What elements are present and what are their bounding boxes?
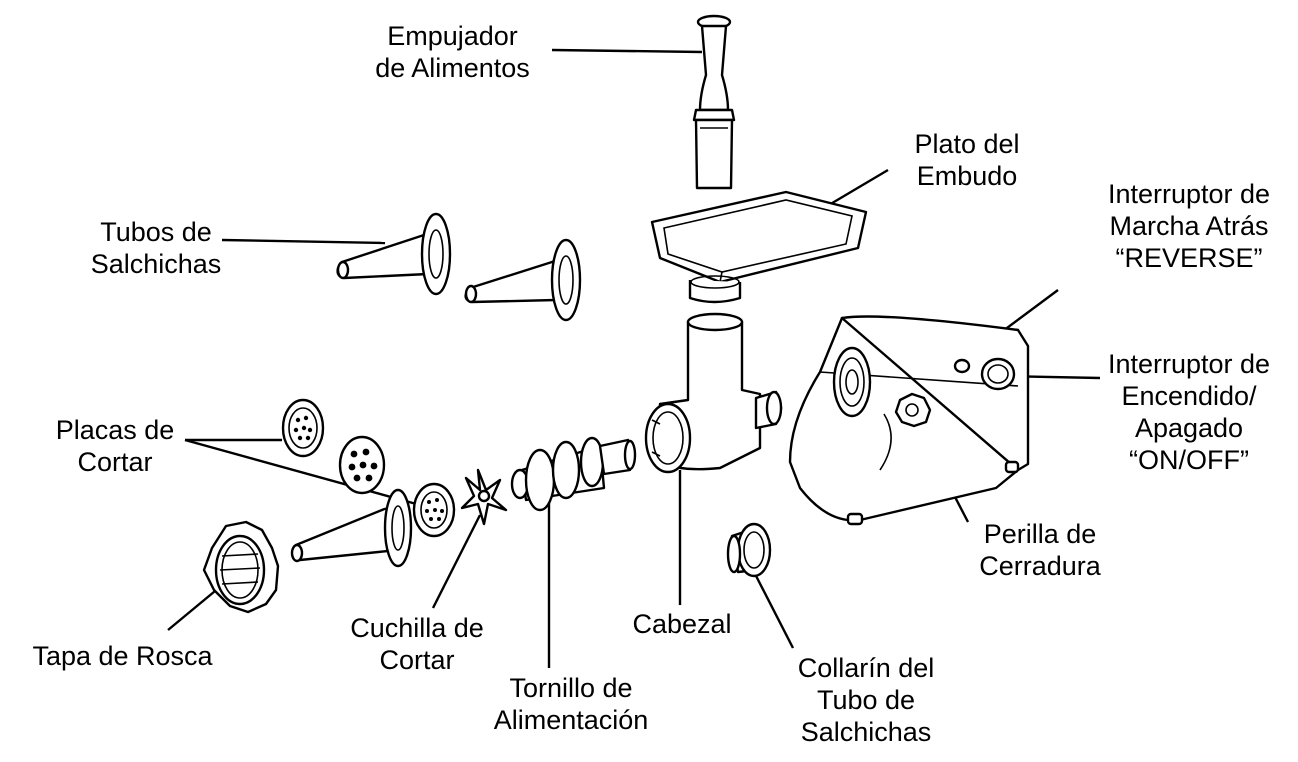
leader-lines <box>167 48 1101 668</box>
label-collarin-line2: Tubo de <box>816 685 916 715</box>
leader-cuchilla <box>431 514 482 609</box>
label-perilla: Perilla de Cerradura <box>940 518 1140 582</box>
label-tubos-line2: Salchichas <box>90 249 222 279</box>
label-reverse-line2: Marcha Atrás <box>1109 211 1269 241</box>
label-reverse-line1: Interruptor de <box>1107 179 1271 209</box>
label-collarin: Collarín del Tubo de Salchichas <box>766 652 966 748</box>
leader-tubos <box>221 238 386 245</box>
feed-tray-drawing <box>650 190 868 304</box>
cutting-blade-drawing <box>460 468 508 526</box>
label-cuchilla: Cuchilla de Cortar <box>322 612 512 676</box>
label-tubos: Tubos de Salchichas <box>56 216 256 280</box>
leader-empujador <box>551 48 703 54</box>
threaded-ring-drawing <box>202 520 280 614</box>
feed-screw-drawing <box>510 436 637 512</box>
food-pusher-drawing <box>692 14 736 190</box>
label-collarin-line1: Collarín del <box>797 653 935 683</box>
label-perilla-line1: Perilla de <box>983 519 1097 549</box>
label-cuchilla-line1: Cuchilla de <box>350 613 484 643</box>
label-onoff-line4: “ON/OFF” <box>1129 445 1249 475</box>
motor-housing-drawing <box>788 315 1030 526</box>
label-placas-line1: Placas de <box>55 415 175 445</box>
label-collarin-line3: Salchichas <box>800 717 932 747</box>
label-plato-line2: Embudo <box>916 161 1018 191</box>
label-tapa: Tapa de Rosca <box>0 640 245 672</box>
leader-placas-b <box>184 438 421 507</box>
label-cuchilla-line2: Cortar <box>379 645 455 675</box>
leader-collarin <box>750 567 795 649</box>
sausage-tubes-drawing <box>336 212 582 322</box>
label-plato: Plato del Embudo <box>872 128 1062 192</box>
sausage-tube-lower-drawing <box>290 488 413 568</box>
label-placas: Placas de Cortar <box>30 414 200 478</box>
label-tornillo: Tornillo de Alimentación <box>466 672 676 736</box>
label-tornillo-line2: Alimentación <box>493 705 649 735</box>
label-onoff-line3: Apagado <box>1134 413 1244 443</box>
label-interruptor-onoff: Interruptor de Encendido/ Apagado “ON/OF… <box>1080 348 1298 476</box>
label-interruptor-reverse: Interruptor de Marcha Atrás “REVERSE” <box>1080 178 1298 274</box>
cutting-plates-drawing <box>281 398 456 538</box>
grinder-head-drawing <box>644 312 783 474</box>
label-empujador-line1: Empujador <box>387 21 518 51</box>
label-perilla-line2: Cerradura <box>979 551 1101 581</box>
label-cabezal: Cabezal <box>612 608 752 640</box>
label-empujador: Empujador de Alimentos <box>340 20 565 84</box>
sausage-collar-drawing <box>726 522 772 578</box>
label-tubos-line1: Tubos de <box>100 217 212 247</box>
label-cabezal-line1: Cabezal <box>632 609 732 639</box>
label-empujador-line2: de Alimentos <box>375 53 530 83</box>
label-placas-line2: Cortar <box>77 447 153 477</box>
label-plato-line1: Plato del <box>914 129 1020 159</box>
label-reverse-line3: “REVERSE” <box>1115 243 1263 273</box>
label-onoff-line2: Encendido/ <box>1121 381 1257 411</box>
label-onoff-line1: Interruptor de <box>1107 349 1271 379</box>
label-tapa-line1: Tapa de Rosca <box>32 641 213 671</box>
label-tornillo-line1: Tornillo de <box>509 673 633 703</box>
